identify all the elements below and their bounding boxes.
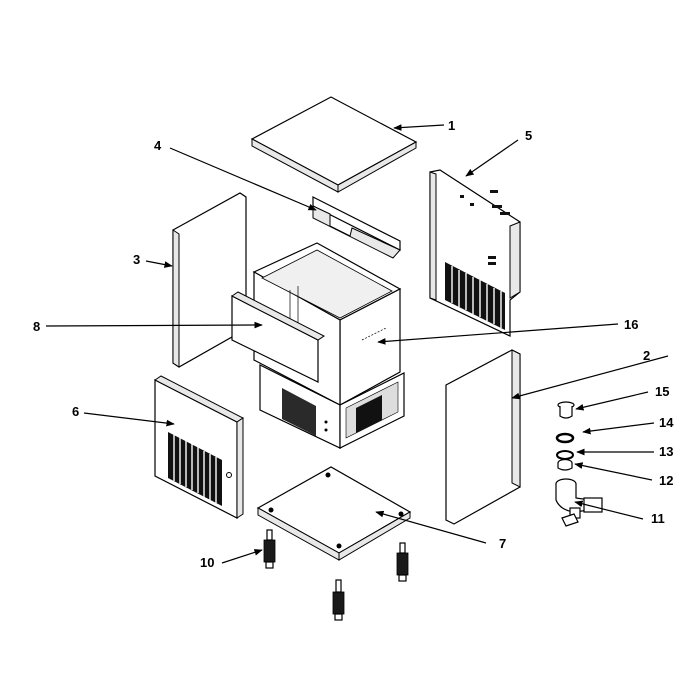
base xyxy=(256,466,412,561)
inner-front-panel xyxy=(231,291,325,383)
callout-12: 12 xyxy=(659,473,673,488)
callout-16: 16 xyxy=(624,317,638,332)
washer xyxy=(556,450,574,460)
callout-6: 6 xyxy=(72,404,79,419)
right-side-panel xyxy=(445,349,521,525)
leg-front-left xyxy=(263,529,276,569)
left-side-panel xyxy=(172,192,247,368)
plug xyxy=(557,401,575,419)
callout-labels: 1 2 3 4 5 6 7 8 10 11 12 13 14 15 16 xyxy=(33,118,674,570)
callout-4: 4 xyxy=(154,138,162,153)
callout-5: 5 xyxy=(525,128,532,143)
callout-3: 3 xyxy=(133,252,140,267)
callout-7: 7 xyxy=(499,536,506,551)
callout-11: 11 xyxy=(651,511,665,526)
leg-front-right xyxy=(396,542,409,582)
rear-panel xyxy=(429,169,521,445)
callout-10: 10 xyxy=(200,555,214,570)
legs xyxy=(263,529,409,621)
front-louvered-panel xyxy=(154,375,244,519)
callout-2: 2 xyxy=(643,348,650,363)
top-panel xyxy=(250,96,418,193)
callout-1: 1 xyxy=(448,118,455,133)
top-bracket xyxy=(312,196,401,259)
nut xyxy=(557,458,573,471)
callout-14: 14 xyxy=(659,415,674,430)
callout-8: 8 xyxy=(33,319,40,334)
leader-lines xyxy=(45,124,669,564)
callout-15: 15 xyxy=(655,384,669,399)
leg-back xyxy=(332,579,345,621)
callout-13: 13 xyxy=(659,444,673,459)
gasket xyxy=(555,432,575,444)
